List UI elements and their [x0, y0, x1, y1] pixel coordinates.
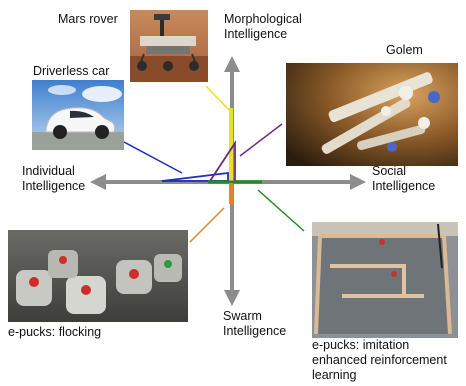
label-golem: Golem — [386, 43, 423, 57]
driverless-car-photo — [32, 80, 124, 150]
flocking-photo — [8, 230, 188, 322]
golem-connector — [239, 123, 283, 157]
imitation-photo — [312, 222, 458, 338]
golem-vector — [209, 139, 236, 182]
label-driverless-car: Driverless car — [33, 64, 110, 78]
imitation-connector — [257, 189, 305, 232]
axis-label-individual: Individual Intelligence — [22, 164, 86, 193]
mars-rover-connector — [205, 85, 230, 111]
golem-photo — [286, 63, 458, 166]
axis-label-morphological: Morphological Intelligence — [224, 12, 302, 41]
driverless-car-vector — [161, 171, 229, 182]
axis-label-swarm: Swarm Intelligence — [223, 309, 287, 338]
label-mars-rover: Mars rover — [58, 12, 118, 26]
mars-rover-photo — [130, 10, 208, 82]
axis-label-social: Social Intelligence — [372, 164, 436, 193]
label-imitation: e-pucks: imitation enhanced reinforcemen… — [312, 338, 447, 382]
driverless-car-connector — [123, 141, 183, 174]
flocking-connector — [189, 207, 225, 243]
label-flocking: e-pucks: flocking — [8, 325, 102, 339]
